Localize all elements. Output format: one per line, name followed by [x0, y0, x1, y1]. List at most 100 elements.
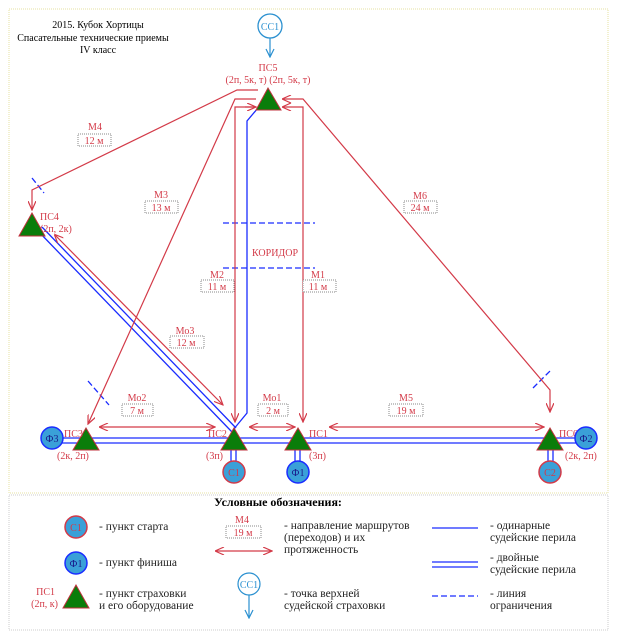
legend-route-sample_len: 19 м — [234, 528, 254, 539]
point-ps1[interactable]: ПС1 (3п) — [284, 427, 328, 462]
title-line-1: 2015. Кубок Хортицы — [52, 20, 144, 31]
finishes-f1: Ф1 — [292, 468, 305, 479]
legend-route-text2: (переходов) и их — [284, 532, 365, 544]
points-ps4-name: ПС4 — [40, 212, 59, 223]
triangle-icon — [255, 86, 282, 111]
routes-mo3-name: Мо3 — [176, 326, 195, 337]
legend-point: ПС1 (2п, к) - пункт страховки и его обор… — [31, 583, 194, 612]
legend-start-text: - пункт старта — [99, 521, 168, 533]
starts-c1: С1 — [228, 468, 240, 479]
route-m6 — [283, 99, 550, 412]
route-m3 — [88, 98, 256, 424]
routes-m5-len: 19 м — [397, 406, 417, 417]
route-mo3 — [55, 235, 223, 405]
finish-f3[interactable]: Ф3 — [40, 426, 64, 450]
triangle-icon — [62, 583, 90, 609]
route-m1 — [283, 107, 303, 422]
routes-m6-len: 24 м — [411, 203, 431, 214]
triangle-icon — [536, 427, 564, 451]
triangle-icon — [284, 427, 312, 451]
points-ps1-name: ПС1 — [309, 429, 328, 440]
legend-belay: СС1 - точка верхней судейской страховки — [237, 572, 385, 618]
point-ps4[interactable]: ПС4 (2п, 2к) — [18, 211, 72, 237]
route-label-m1: М1 11 м — [302, 270, 337, 293]
routes-mo3-len: 12 м — [177, 338, 197, 349]
points-ps3-equip: (2к, 2п) — [57, 451, 89, 462]
route-label-m4: М4 12 м — [77, 122, 112, 147]
points-ps3-name: ПС3 — [64, 429, 83, 440]
legend-route-sample_name: М4 — [235, 515, 249, 526]
legend: Условные обозначения: С1 - пункт старта … — [31, 495, 576, 618]
points-ps5-equip: (2п, 5к, т) (2п, 5к, т) — [226, 75, 311, 86]
legend-title: Условные обозначения: — [214, 495, 342, 509]
legend-limit-line: - линия ограничения — [432, 588, 553, 612]
routes-mo2-len: 7 м — [130, 406, 145, 417]
routes-m5-name: М5 — [399, 393, 413, 404]
route-m2 — [235, 106, 255, 422]
title-line-3: IV класс — [80, 45, 117, 56]
legend-limit-text2: ограничения — [490, 600, 553, 612]
start-c2[interactable]: С2 — [538, 460, 562, 484]
routes-m4-name: М4 — [88, 122, 102, 133]
legend-belay-sample: СС1 — [240, 580, 258, 591]
legend-single-text1: - одинарные — [490, 520, 550, 532]
point-ps6[interactable]: ПС6 (2к, 2п) — [536, 427, 597, 462]
route-label-mo1: Мо1 2 м — [257, 393, 289, 417]
legend-point-sample_equip: (2п, к) — [31, 599, 58, 610]
legend-start: С1 - пункт старта — [64, 515, 168, 539]
routes-mo2-name: Мо2 — [128, 393, 147, 404]
route-label-mo3: Мо3 12 м — [169, 326, 205, 349]
top-belay-label: СС1 — [261, 22, 279, 33]
legend-point-text2: и его оборудование — [99, 600, 194, 612]
finishes-f2: Ф2 — [580, 434, 593, 445]
route-label-m5: М5 19 м — [388, 393, 424, 417]
diagram-frame — [8, 8, 609, 494]
point-ps3[interactable]: ПС3 (2к, 2п) — [57, 427, 100, 462]
routes-mo1-len: 2 м — [266, 406, 281, 417]
points-ps6-equip: (2к, 2п) — [565, 451, 597, 462]
points-ps2-name: ПС2 — [208, 429, 227, 440]
points-ps2-equip: (3п) — [206, 451, 223, 462]
legend-double-rail: - двойные судейские перила — [432, 552, 576, 576]
finish-f1[interactable]: Ф1 — [286, 460, 310, 484]
legend-route-text1: - направление маршрутов — [284, 520, 410, 532]
legend-finish: Ф1 - пункт финиша — [64, 551, 177, 575]
route-label-mo2: Мо2 7 м — [121, 393, 154, 417]
route-m4 — [32, 89, 258, 210]
limit-lines — [31, 177, 552, 406]
finish-f2[interactable]: Ф2 — [574, 426, 598, 450]
points-ps1-equip: (3п) — [309, 451, 326, 462]
legend-double-text1: - двойные — [490, 552, 539, 564]
legend-finish-text: - пункт финиша — [99, 557, 177, 569]
finishes-f3: Ф3 — [46, 434, 59, 445]
legend-route: М4 19 м - направление маршрутов (переход… — [216, 515, 410, 556]
triangle-icon — [18, 211, 46, 237]
corridor-label: КОРИДОР — [252, 248, 298, 259]
point-ps5[interactable]: ПС5 (2п, 5к, т) (2п, 5к, т) — [226, 63, 311, 111]
routes-m3-name: М3 — [154, 190, 168, 201]
starts-c2: С2 — [544, 468, 556, 479]
triangle-icon — [220, 427, 248, 451]
start-c1[interactable]: С1 — [222, 460, 246, 484]
routes-m1-name: М1 — [311, 270, 325, 281]
route-lines — [32, 89, 550, 427]
route-label-m3: М3 13 м — [144, 190, 179, 214]
routes-mo1-name: Мо1 — [263, 393, 282, 404]
legend-belay-text2: судейской страховки — [284, 600, 385, 612]
legend-double-text2: судейские перила — [490, 564, 576, 576]
route-label-m2: М2 11 м — [200, 270, 235, 293]
legend-start-sample: С1 — [70, 523, 82, 534]
routes-m1-len: 11 м — [309, 282, 328, 293]
legend-single-rail: - одинарные судейские перила — [432, 520, 576, 544]
points-ps6-name: ПС6 — [559, 429, 578, 440]
routes-m2-name: М2 — [210, 270, 224, 281]
legend-frame — [8, 494, 609, 631]
routes-m3-len: 13 м — [152, 203, 172, 214]
legend-point-sample_name: ПС1 — [36, 587, 55, 598]
top-belay-point: СС1 — [257, 13, 283, 57]
title-line-2: Спасательные технические приемы — [17, 33, 169, 44]
point-ps2[interactable]: ПС2 (3п) — [206, 427, 248, 462]
legend-belay-text1: - точка верхней — [284, 588, 360, 600]
route-label-m6: М6 24 м — [403, 191, 438, 214]
